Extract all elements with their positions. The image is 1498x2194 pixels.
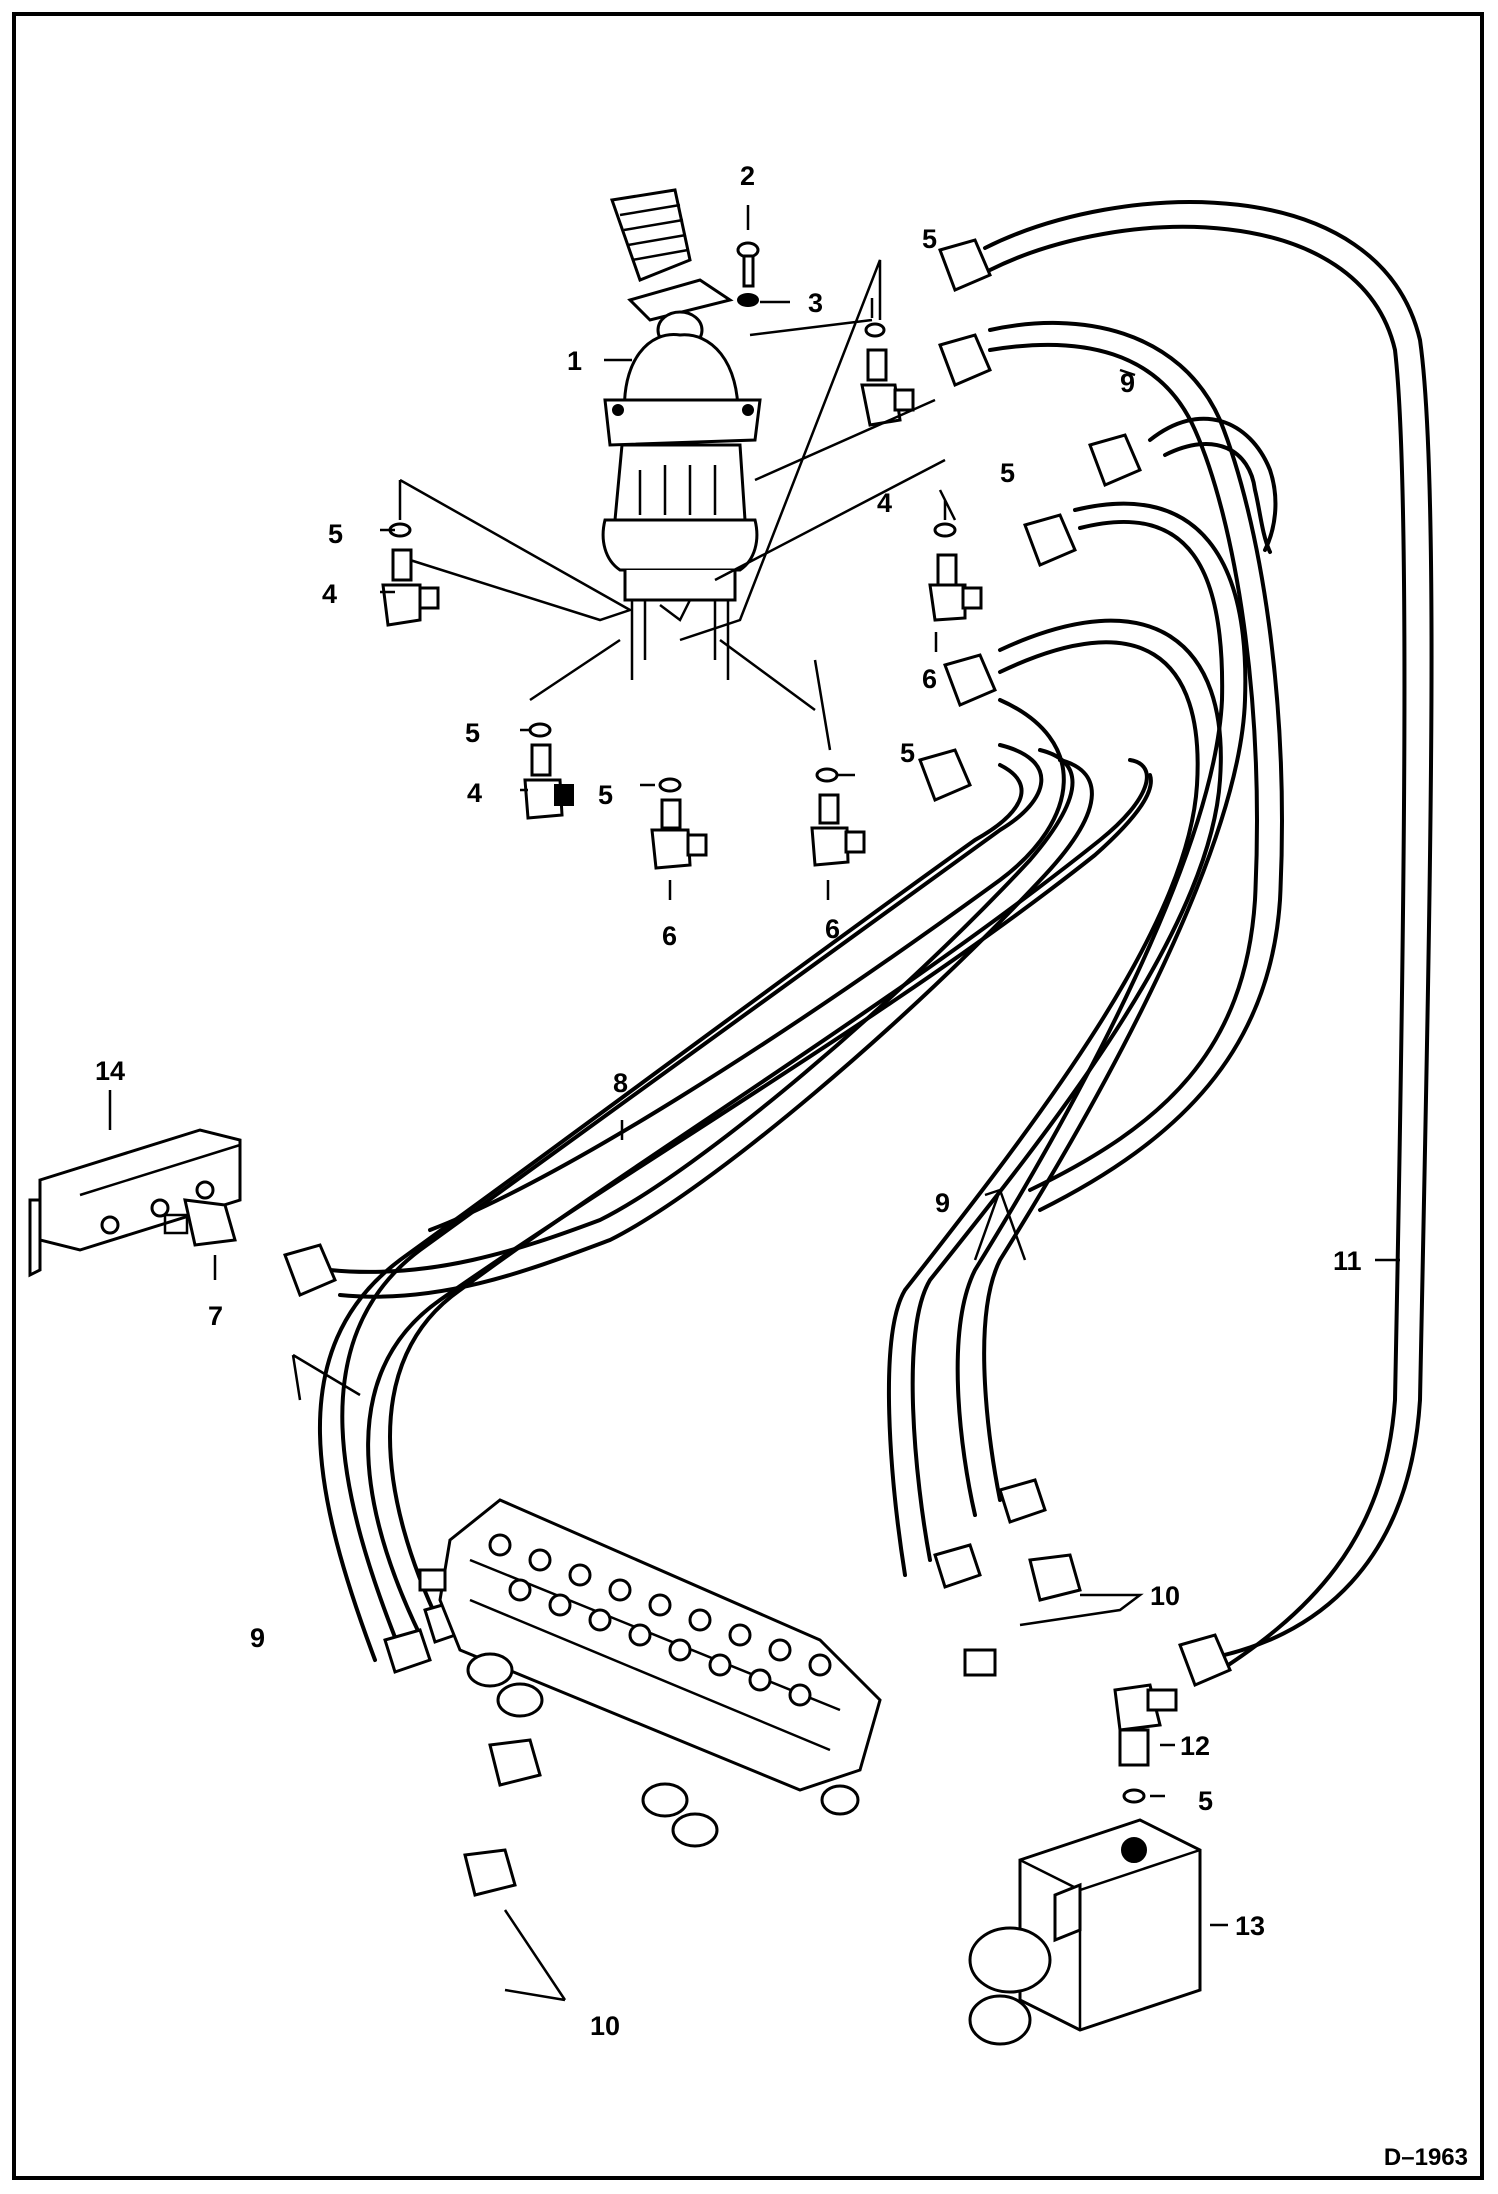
elbow-fitting-12 xyxy=(1113,1683,1178,1767)
valve-block-13 xyxy=(968,1818,1202,2046)
callout-1: 1 xyxy=(567,346,582,376)
callout-10b: 10 xyxy=(590,2011,620,2041)
elbow-fittings-10 xyxy=(463,1553,1082,1897)
callout-10a: 10 xyxy=(1150,1581,1180,1611)
hose-group-11 xyxy=(983,200,1434,1682)
callout-9b: 9 xyxy=(935,1188,950,1218)
callout-4b: 4 xyxy=(322,579,337,609)
callout-labels: 1 2 3 4 4 4 4 5 5 5 5 5 5 5 6 6 6 7 8 9 … xyxy=(95,161,1362,2041)
callout-13: 13 xyxy=(1235,1911,1265,1941)
leader-lines xyxy=(108,205,1400,2002)
callout-5e: 5 xyxy=(598,780,613,810)
hose-group-9-upper xyxy=(988,320,1284,1212)
callout-8: 8 xyxy=(613,1068,628,1098)
fitting-4-lower-left xyxy=(523,722,574,820)
oring-5-lower xyxy=(1122,1788,1146,1804)
callout-5b: 5 xyxy=(328,519,343,549)
washer-part-3 xyxy=(737,293,759,307)
callout-7: 7 xyxy=(208,1301,223,1331)
callout-12: 12 xyxy=(1180,1731,1210,1761)
hose-end-nuts xyxy=(283,238,1232,1687)
callout-2: 2 xyxy=(740,161,755,191)
screw-part-2 xyxy=(736,241,760,288)
valve-ports xyxy=(488,1533,832,1707)
callout-4a: 4 xyxy=(877,488,892,518)
mount-block-14 xyxy=(28,1128,242,1278)
fitting-4-upper-right xyxy=(860,322,915,427)
callout-6b: 6 xyxy=(662,921,677,951)
hose-8 xyxy=(328,748,1094,1299)
drawing-number: D–1963 xyxy=(1383,2144,1468,2171)
callout-5c: 5 xyxy=(1000,458,1015,488)
hose-group-9-lower xyxy=(318,698,1153,1662)
callout-5d: 5 xyxy=(465,718,480,748)
valve-side-plugs xyxy=(418,1568,997,1677)
fitting-7 xyxy=(163,1198,237,1247)
hose-group-9-middle xyxy=(886,501,1248,1577)
callout-3: 3 xyxy=(808,288,823,318)
callout-6a: 6 xyxy=(922,664,937,694)
callout-14: 14 xyxy=(95,1056,125,1086)
fitting-4-left xyxy=(381,522,440,627)
joystick-pilot-valve xyxy=(601,188,762,680)
callout-5f: 5 xyxy=(900,738,915,768)
callout-5g: 5 xyxy=(1198,1786,1213,1816)
callout-11: 11 xyxy=(1333,1246,1362,1276)
callout-4c: 4 xyxy=(467,778,482,808)
callout-5a: 5 xyxy=(922,224,937,254)
fitting-6-right xyxy=(810,767,866,867)
callout-9c: 9 xyxy=(250,1623,265,1653)
callout-6c: 6 xyxy=(825,914,840,944)
callout-9a: 9 xyxy=(1120,368,1135,398)
fitting-6-center xyxy=(650,777,708,870)
fitting-4-right xyxy=(928,522,983,622)
control-valve-block xyxy=(438,1498,882,1848)
